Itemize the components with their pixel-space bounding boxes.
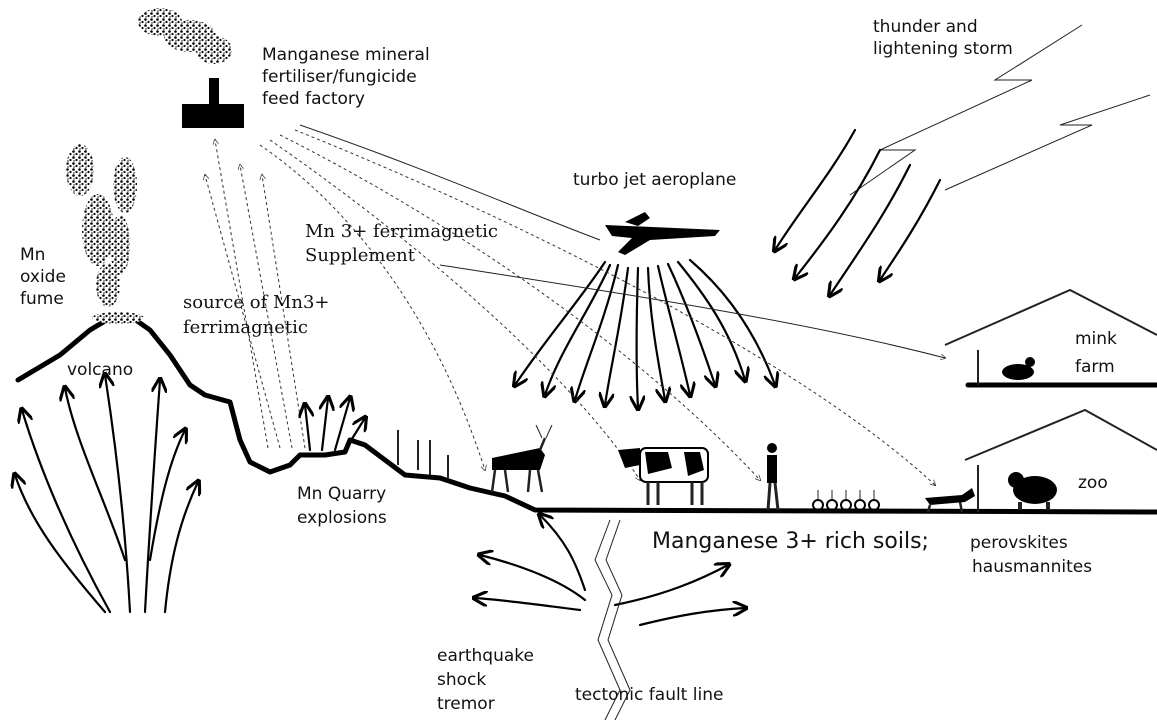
minerals-label-line-1: perovskites <box>970 533 1068 553</box>
earthquake-label-line-1: earthquake <box>437 646 534 666</box>
factory-label-line-2: fertiliser/fungicide <box>262 67 417 87</box>
volcano-smoke-icon <box>66 144 144 324</box>
supplement-label-line-1: Mn 3+ ferrimagnetic <box>305 221 498 242</box>
fume-label-line-3: fume <box>20 289 64 309</box>
storm-arrows <box>775 130 940 295</box>
person-icon <box>767 443 778 510</box>
storm-label-line-1: thunder and <box>873 17 978 37</box>
minerals-label-line-2: hausmannites <box>972 557 1092 577</box>
source-label-line-1: source of Mn3+ <box>183 292 330 313</box>
cow-icon <box>618 448 708 505</box>
fume-label: Mn oxide fume <box>20 245 66 309</box>
mink-icon <box>1002 357 1035 380</box>
factory-label: Manganese mineral fertiliser/fungicide f… <box>262 45 430 109</box>
factory-label-line-1: Manganese mineral <box>262 45 430 65</box>
aeroplane-icon <box>605 212 720 255</box>
bear-icon <box>1008 472 1057 510</box>
fume-label-line-1: Mn <box>20 245 45 265</box>
minerals-label: perovskites hausmannites <box>970 533 1092 577</box>
volcano-eruption-arrows <box>15 375 198 612</box>
storm-label-line-2: lightening storm <box>873 39 1013 59</box>
zoo-building <box>965 410 1157 512</box>
mink-farm-label-line-1: mink <box>1075 329 1117 349</box>
mink-farm-label: mink farm <box>1075 329 1117 377</box>
dog-icon <box>925 488 975 512</box>
factory-label-line-3: feed factory <box>262 89 365 109</box>
volcano-label: volcano <box>67 360 133 380</box>
aeroplane-spray-arrows <box>515 260 775 408</box>
earthquake-label-line-2: shock <box>437 670 486 690</box>
zoo-label: zoo <box>1078 473 1108 493</box>
quarry-label-line-1: Mn Quarry <box>297 484 386 504</box>
earthquake-label-line-3: tremor <box>437 694 495 714</box>
deer-icon <box>492 425 552 492</box>
fault-label: tectonic fault line <box>575 685 723 705</box>
storm-label: thunder and lightening storm <box>873 17 1013 59</box>
soils-label: Manganese 3+ rich soils; <box>652 529 929 554</box>
quarry-label: Mn Quarry explosions <box>297 484 387 528</box>
source-label: source of Mn3+ ferrimagnetic <box>183 292 330 338</box>
mink-farm-building <box>945 290 1157 385</box>
landscape-outline <box>18 316 1157 512</box>
source-label-line-2: ferrimagnetic <box>183 317 308 338</box>
fume-label-line-2: oxide <box>20 267 66 287</box>
tree-icon <box>398 430 448 478</box>
factory-icon <box>138 8 244 128</box>
quarry-label-line-2: explosions <box>297 508 387 528</box>
aeroplane-label: turbo jet aeroplane <box>573 170 736 190</box>
plant-icon <box>813 490 879 510</box>
supplement-label-line-2: Supplement <box>305 245 416 266</box>
earthquake-label: earthquake shock tremor <box>437 646 534 714</box>
mink-farm-label-line-2: farm <box>1075 357 1115 377</box>
